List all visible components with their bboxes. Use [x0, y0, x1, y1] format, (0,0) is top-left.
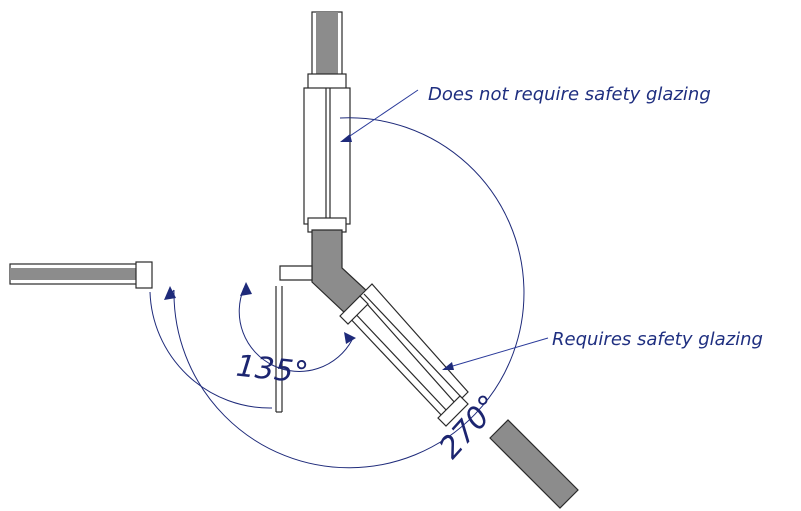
left-arc [149, 291, 273, 409]
angled-wall-bottom [489, 419, 579, 509]
angle-arc-135 [238, 282, 356, 372]
vertical-wall-top [307, 11, 347, 91]
callout-leader-bottom [442, 337, 549, 370]
angle-arc-270 [164, 117, 525, 469]
no-safety-glazing-label: Does not require safety glazing [428, 84, 711, 105]
callout-leader-top [340, 89, 419, 142]
corner-return [275, 286, 283, 413]
angled-window [339, 283, 469, 427]
left-wall [9, 261, 153, 289]
vertical-window [303, 87, 351, 225]
angle-270-label: 270° [432, 388, 506, 465]
angle-135-label: 135° [234, 349, 310, 391]
corner-wall [279, 217, 369, 315]
requires-safety-glazing-label: Requires safety glazing [552, 329, 763, 350]
